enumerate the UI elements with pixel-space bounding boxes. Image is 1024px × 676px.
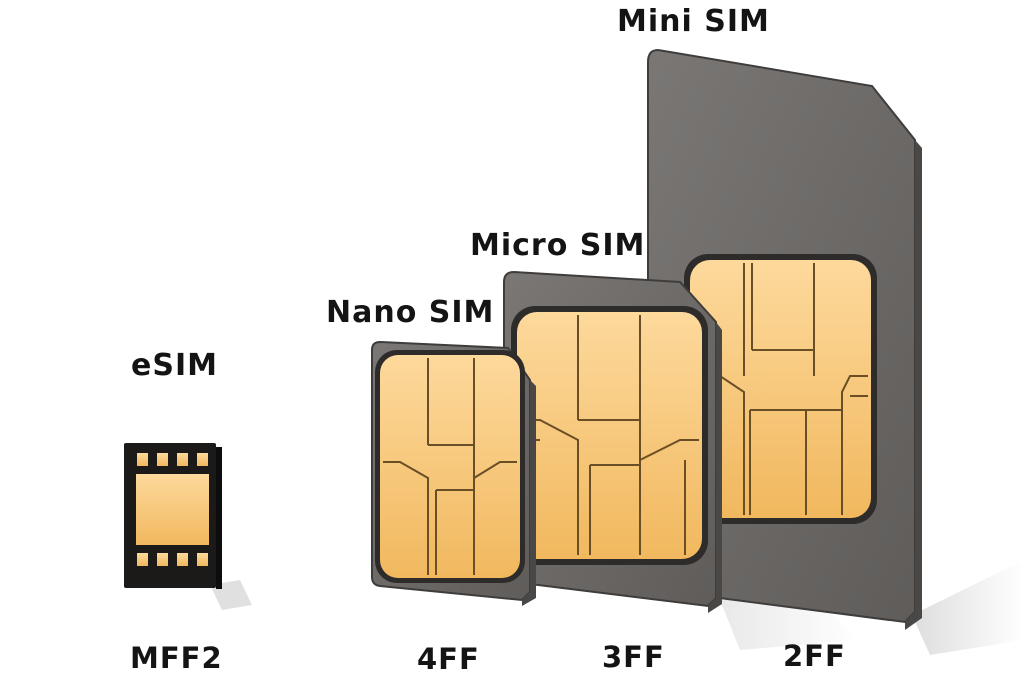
nano-sim-form-factor-code: 4FF: [417, 642, 480, 676]
mini-sim-side: [905, 140, 922, 630]
micro-sim-chip: [511, 306, 708, 565]
micro-sim-card: [503, 270, 722, 613]
micro-sim-form-factor-code: 3FF: [602, 640, 665, 674]
nano-sim-chip: [375, 350, 525, 583]
mini-sim-label: Mini SIM: [617, 4, 770, 39]
nano-sim-card: [371, 340, 536, 606]
esim-form-factor-code: MFF2: [130, 641, 223, 675]
nano-sim-label: Nano SIM: [326, 295, 495, 330]
esim-chip-package: [124, 443, 222, 589]
micro-sim-label: Micro SIM: [470, 228, 646, 263]
mini-sim-chip: [684, 254, 877, 524]
esim-label: eSIM: [131, 348, 218, 383]
micro-sim-side: [708, 322, 722, 613]
esim-die-pad: [136, 474, 209, 545]
mini-sim-form-factor-code: 2FF: [783, 639, 846, 673]
nano-sim-side: [522, 380, 536, 606]
esim-pins-top: [137, 453, 208, 466]
esim-pins-bottom: [137, 553, 208, 566]
